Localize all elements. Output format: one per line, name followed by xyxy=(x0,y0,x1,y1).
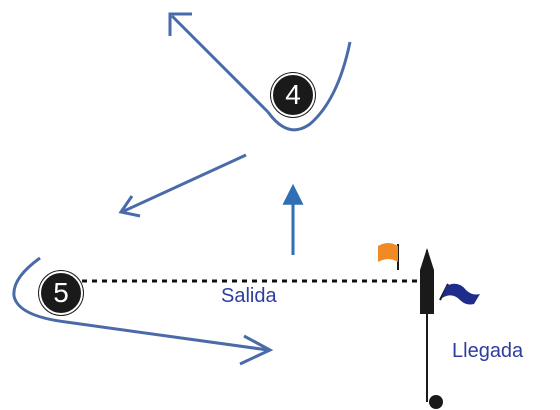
finish-label: Llegada xyxy=(452,340,524,362)
blue-flag xyxy=(442,283,480,305)
committee-boat xyxy=(420,248,434,314)
mark-4: 4 xyxy=(271,73,315,117)
mark-5: 5 xyxy=(39,271,83,315)
start-label: Salida xyxy=(221,285,277,307)
route-leg-diagonal xyxy=(123,153,247,213)
route-leg-upwind-exit xyxy=(170,14,270,114)
finish-buoy xyxy=(429,395,443,409)
mark-5-rounding-curve xyxy=(12,256,269,352)
mark-4-rounding-curve xyxy=(266,41,352,132)
arrowhead-leg-finish xyxy=(239,334,274,366)
arrowhead-leg-upwind-exit xyxy=(168,12,192,36)
arrowhead-leg-diagonal xyxy=(118,195,141,218)
orange-flag xyxy=(378,243,398,262)
